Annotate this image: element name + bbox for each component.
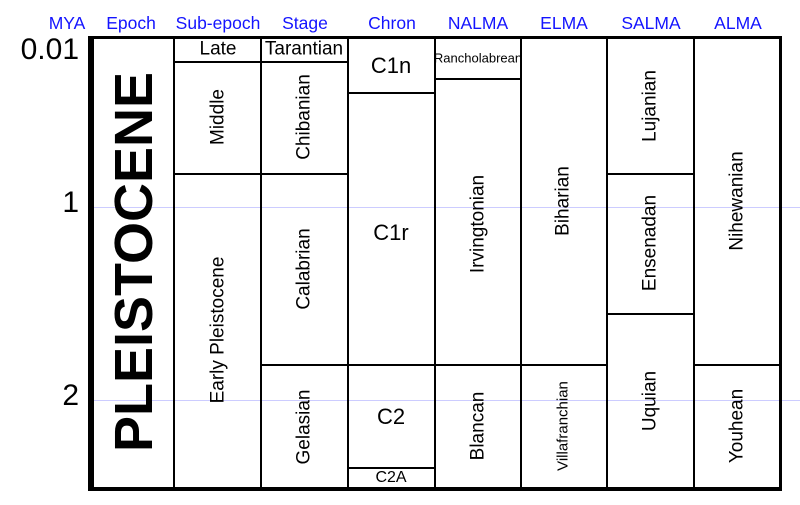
chart-bottom-border [88, 487, 782, 491]
cell-calabrian: Calabrian [293, 228, 315, 310]
column-header-chron: Chron [368, 13, 416, 33]
divider-elma-salma [606, 36, 608, 490]
cell-lujanian: Lujanian [639, 70, 661, 142]
boundary-ensenadan-uquian [606, 313, 695, 315]
cell-c2a: C2A [375, 469, 407, 486]
divider-chron-nalma [434, 36, 436, 490]
cell-chibanian: Chibanian [293, 74, 315, 160]
chart-right-border [779, 36, 782, 490]
column-header-subepoch: Sub-epoch [175, 13, 261, 33]
column-header-epoch: Epoch [106, 13, 156, 33]
cell-rancholabrean: Rancholabrean [433, 50, 523, 66]
cell-nihewanian: Nihewanian [726, 151, 748, 251]
column-header-salma: SALMA [621, 13, 681, 33]
axis-tick-2: 2 [62, 379, 79, 412]
divider-stage-chron [347, 36, 349, 490]
column-header-alma: ALMA [714, 13, 762, 33]
cell-youhean: Youhean [726, 388, 748, 464]
cell-pleistocene: PLEISTOCENE [104, 71, 164, 453]
cell-irvingtonian: Irvingtonian [467, 174, 489, 274]
axis-unit-label: MYA [48, 13, 86, 33]
cell-early-pleistocene: Early Pleistocene [207, 256, 229, 404]
cell-tarantian: Tarantian [264, 38, 344, 60]
boundary-rancholabrean [434, 78, 522, 80]
gridline-1mya [88, 207, 800, 208]
boundary-nihewanian-youhean [693, 364, 782, 366]
boundary-gelasian-top [260, 364, 608, 366]
boundary-late-middle [173, 61, 349, 63]
column-header-nalma: NALMA [447, 13, 509, 33]
axis-tick-1: 1 [62, 186, 79, 219]
axis-tick-001: 0.01 [20, 33, 79, 66]
cell-blancan: Blancan [467, 391, 489, 461]
divider-nalma-elma [520, 36, 522, 490]
boundary-lujanian-ensenadan [606, 173, 695, 175]
cell-c1r: C1r [373, 220, 409, 245]
chart-top-border [88, 36, 782, 39]
cell-middle: Middle [207, 89, 229, 145]
cell-gelasian: Gelasian [293, 389, 315, 465]
cell-villafranchian: Villafranchian [554, 381, 572, 471]
gridline-2mya [88, 400, 800, 401]
cell-late: Late [199, 38, 237, 60]
boundary-c2-c2a [347, 467, 436, 469]
cell-ensenadan: Ensenadan [639, 194, 661, 292]
cell-c1n: C1n [370, 53, 412, 78]
divider-epoch-subepoch [173, 36, 175, 490]
divider-subepoch-stage [260, 36, 262, 490]
boundary-c1n-c1r [347, 92, 436, 94]
column-header-elma: ELMA [540, 13, 588, 33]
cell-c2: C2 [376, 404, 406, 429]
cell-uquian: Uquian [639, 370, 661, 432]
divider-salma-alma [693, 36, 695, 490]
axis-left-border [88, 36, 94, 491]
boundary-middle-early [173, 173, 349, 175]
column-header-stage: Stage [282, 13, 328, 33]
cell-biharian: Biharian [552, 166, 574, 236]
